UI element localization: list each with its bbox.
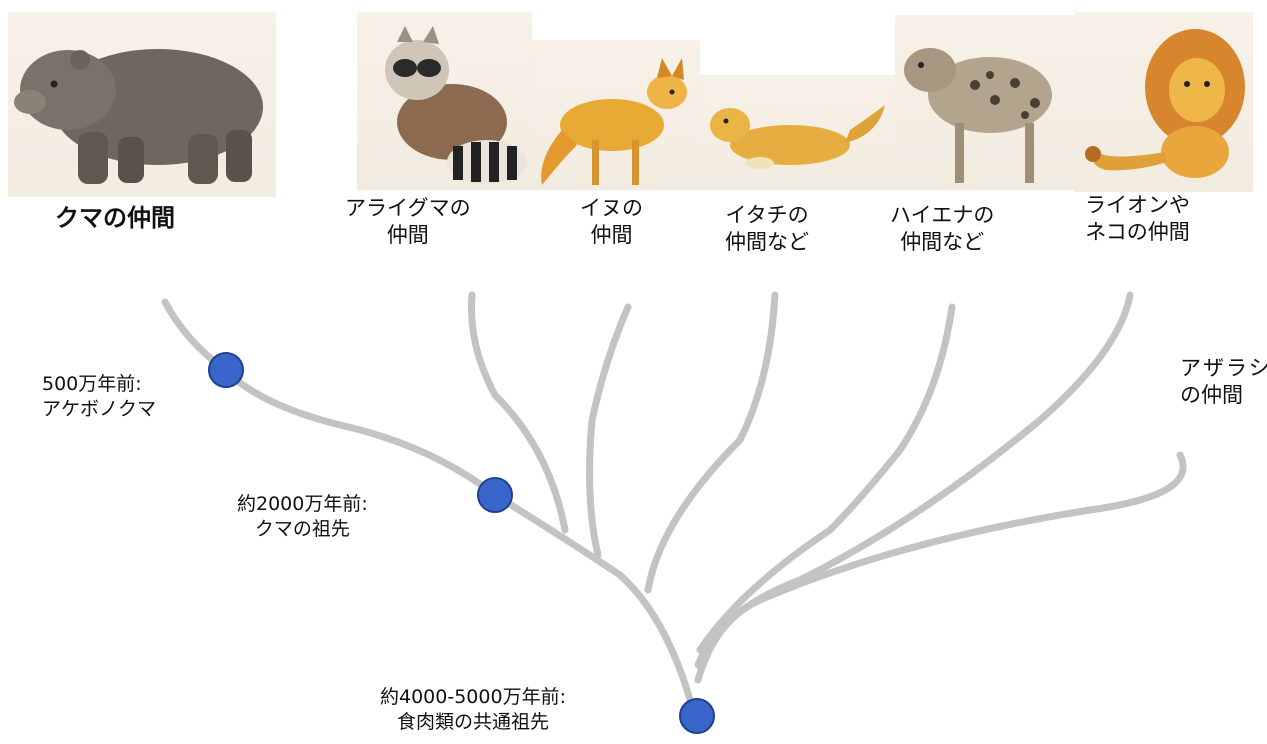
branch-dog	[586, 303, 632, 559]
group-label-weasel: イタチの 仲間など	[725, 203, 809, 254]
node-bear-ancestor	[477, 477, 513, 513]
fox-illustration	[532, 40, 700, 190]
node-label-akebono: 500万年前: アケボノクマ	[42, 373, 157, 420]
node-label-carnivore-ancestor: 約4000-5000万年前: 食肉類の共通祖先	[380, 686, 566, 733]
group-label-bear: クマの仲間	[55, 204, 175, 232]
bear-illustration	[8, 12, 276, 197]
group-label-seal: アザラシ の仲間	[1180, 356, 1267, 407]
group-label-hyena: ハイエナの 仲間など	[890, 203, 995, 254]
group-label-dog: イヌの 仲間	[580, 196, 643, 247]
branch-hyena	[696, 303, 956, 654]
branch-seal	[694, 451, 1187, 684]
node-akebono	[208, 352, 244, 388]
group-label-raccoon: アライグマの 仲間	[345, 196, 471, 247]
node-carnivore-ancestor	[679, 698, 715, 734]
branch-weasel	[644, 291, 779, 594]
lion-illustration	[1075, 12, 1253, 192]
group-label-lion: ライオンや ネコの仲間	[1085, 193, 1190, 244]
hyena-illustration	[895, 15, 1075, 190]
branch-raccoon	[468, 291, 569, 534]
weasel-illustration	[700, 75, 895, 190]
node-label-bear-ancestor: 約2000万年前: クマの祖先	[237, 493, 368, 540]
raccoon-illustration	[357, 12, 532, 190]
branch-lion	[694, 291, 1134, 669]
